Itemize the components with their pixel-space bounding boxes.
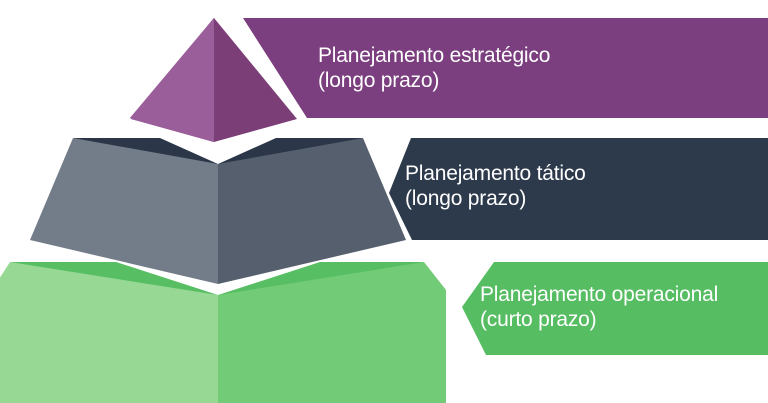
pyramid-level-strategic[interactable]: Planejamento estratégico (longo prazo) (130, 18, 768, 142)
pyramid-level-tactical[interactable]: Planejamento tático (longo prazo) (30, 138, 768, 284)
strategic-banner-text: Planejamento estratégico (longo prazo) (318, 44, 556, 92)
strategic-left-composite (131, 18, 214, 142)
operational-banner-text: Planejamento operacional (curto prazo) (480, 283, 724, 331)
strategic-label-line1: Planejamento estratégico (318, 44, 550, 67)
strategic-label-line2: (longo prazo) (318, 69, 439, 92)
operational-banner[interactable] (462, 262, 768, 355)
tactical-top-rim (73, 138, 363, 185)
operational-left-face (0, 262, 218, 403)
tactical-banner[interactable] (389, 138, 768, 240)
tactical-label-line1: Planejamento tático (405, 162, 586, 185)
strategic-right-face (214, 18, 297, 142)
pyramid-level-operational[interactable]: Planejamento operacional (curto prazo) (0, 262, 768, 403)
tactical-right-face (218, 138, 406, 284)
tactical-left-face (30, 138, 218, 284)
tactical-banner-text: Planejamento tático (longo prazo) (405, 162, 591, 210)
operational-label-line1: Planejamento operacional (480, 283, 718, 306)
strategic-banner[interactable] (243, 18, 768, 118)
operational-right-face (218, 262, 446, 403)
operational-label-line2: (curto prazo) (480, 308, 596, 331)
tactical-label-line2: (longo prazo) (405, 187, 526, 210)
